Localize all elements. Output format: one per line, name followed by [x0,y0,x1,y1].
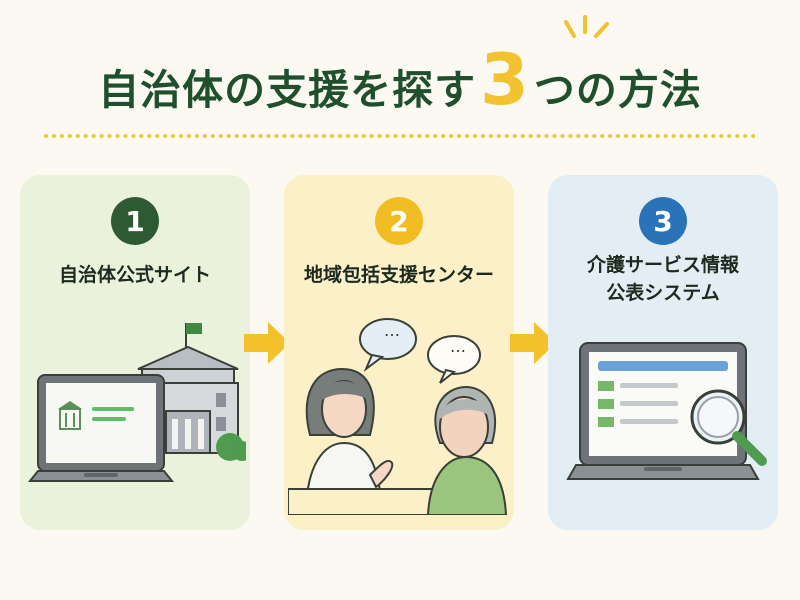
step-panel-care-info-system: 3 介護サービス情報 公表システム [548,175,778,530]
step-number-badge: 3 [639,197,687,245]
step-number-badge: 1 [111,197,159,245]
step-panel-municipal-site: 1 自治体公式サイト [20,175,250,530]
step-label-line2: 公表システム [606,282,720,304]
arrow-right-icon [510,322,556,364]
title-text-before: 自治体の支援を探す [98,66,477,114]
arrow-right-icon [244,322,290,364]
title-text-after: つの方法 [533,66,702,114]
consultation-conversation-icon [288,318,508,515]
title-number-three: 3 [480,39,530,121]
step-panel-community-center: 2 地域包括支援センター … … [284,175,514,530]
speech-bubble-dots: … [384,321,400,340]
step-label: 自治体公式サイト [58,264,211,286]
sparkle-icon [564,15,609,38]
title-area: 自治体の支援を探す 3 つの方法 [0,38,800,134]
dotted-divider [44,134,756,138]
laptop-and-city-hall-icon [27,323,246,482]
step-label: 地域包括支援センター [303,264,494,286]
speech-bubble-dots: … [450,337,466,356]
laptop-magnifier-icon [566,342,767,480]
step-label-line1: 介護サービス情報 [586,254,739,276]
step-number-badge: 2 [375,197,423,245]
page-title: 自治体の支援を探す 3 つの方法 [98,45,702,121]
